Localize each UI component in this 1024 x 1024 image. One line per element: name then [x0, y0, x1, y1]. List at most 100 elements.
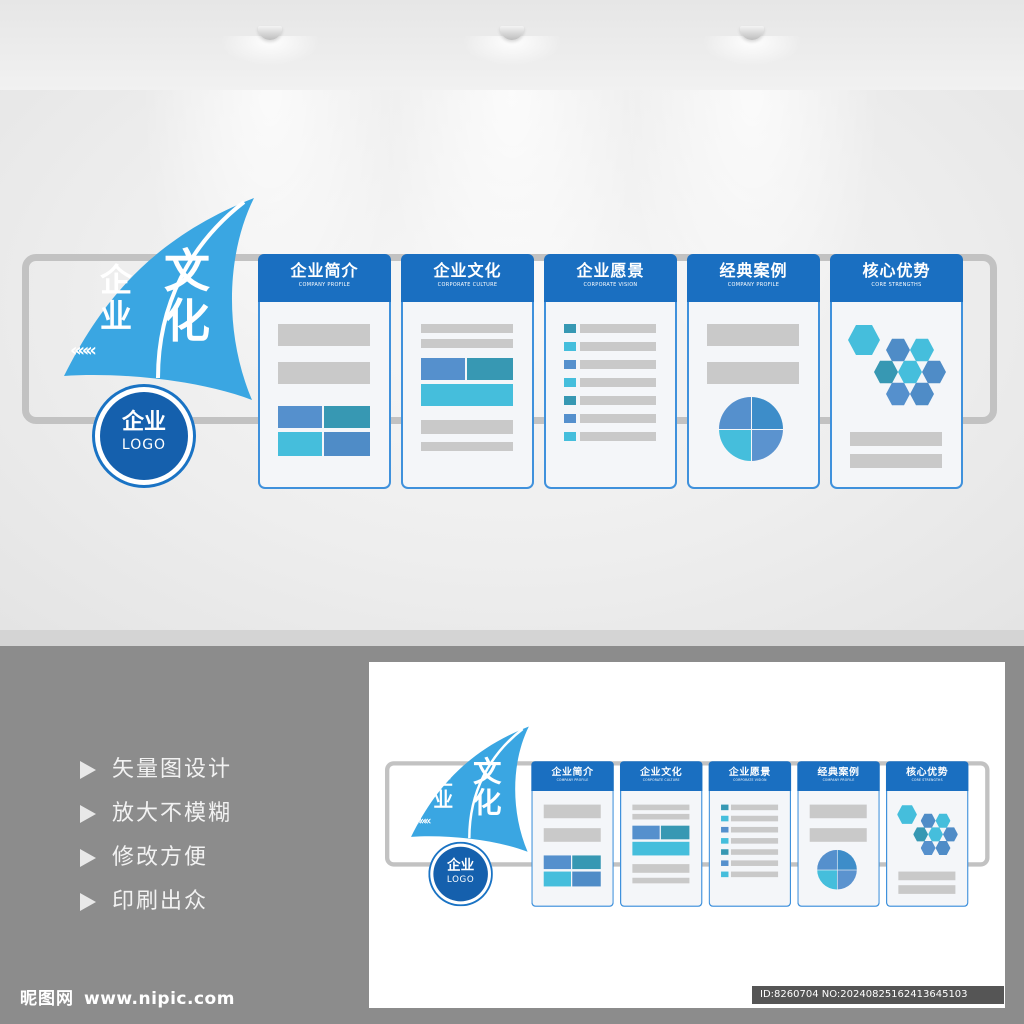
panel-body: [258, 302, 391, 489]
spotlight-icon: [462, 26, 562, 66]
feature-item: 放大不模糊: [80, 792, 232, 836]
panel-header: 企业文化 CORPORATE CULTURE: [619, 761, 703, 791]
sail-graphic: [64, 198, 254, 400]
hexagon-icon: [910, 382, 934, 406]
hexagon-icon: [874, 360, 898, 384]
feature-item: 矢量图设计: [80, 748, 232, 792]
hexagon-icon: [886, 382, 910, 406]
sail-text-qiye: 企业: [433, 765, 454, 812]
panel-title: 企业愿景: [728, 765, 771, 778]
pie-chart-icon: [817, 849, 857, 890]
panel-classic-cases: 经典案例 COMPANY PROFILE: [687, 254, 820, 489]
culture-wall-display-preview: 企业 文化 ««« 企业 LOGO 企业简介 COMPANY PROFILE 企…: [385, 724, 993, 916]
panel-body: [708, 790, 792, 907]
panel-header: 企业文化 CORPORATE CULTURE: [401, 254, 534, 302]
panel-subtitle: CORPORATE VISION: [733, 778, 767, 783]
hexagon-icon: [910, 338, 934, 362]
spotlight-icon: [702, 26, 802, 66]
panel-classic-cases: 经典案例 COMPANY PROFILE: [797, 761, 880, 907]
sail-text-qiye: 企业: [100, 261, 133, 335]
logo-text-zh: 企业: [121, 410, 166, 435]
logo-text-zh: 企业: [446, 857, 475, 874]
panel-company-profile: 企业简介 COMPANY PROFILE: [258, 254, 391, 489]
panel-subtitle: CORE STRENGTHS: [871, 282, 922, 288]
section-divider: [0, 630, 1024, 646]
chevron-left-icon: «««: [70, 340, 97, 361]
panel-title: 核心优势: [906, 765, 949, 778]
site-name: 昵图网: [20, 989, 74, 1009]
panel-corporate-vision: 企业愿景 CORPORATE VISION: [708, 761, 792, 907]
hexagon-icon: [935, 841, 951, 855]
feature-item: 修改方便: [80, 836, 232, 880]
hexagon-icon: [886, 338, 910, 362]
panel-header: 经典案例 COMPANY PROFILE: [687, 254, 820, 302]
panel-header: 经典案例 COMPANY PROFILE: [797, 761, 880, 791]
hexagon-icon: [913, 827, 929, 842]
logo-text-en: LOGO: [121, 437, 167, 453]
panel-body: [619, 790, 703, 907]
feature-list: 矢量图设计 放大不模糊 修改方便 印刷出众: [80, 748, 232, 924]
panel-title: 企业简介: [290, 261, 359, 280]
panel-title: 企业文化: [433, 261, 502, 280]
company-logo-badge: 企业 LOGO: [92, 384, 196, 488]
logo-text-en: LOGO: [446, 874, 475, 885]
hexagon-icon: [928, 827, 943, 842]
site-watermark: 昵图网 www.nipic.com: [20, 984, 235, 1009]
panel-corporate-culture: 企业文化 CORPORATE CULTURE: [619, 761, 703, 907]
panel-header: 核心优势 CORE STRENGTHS: [830, 254, 963, 302]
panel-body: [401, 302, 534, 489]
spotlight-icon: [220, 26, 320, 66]
hexagon-icon: [920, 841, 936, 855]
panel-header: 企业愿景 CORPORATE VISION: [708, 761, 792, 791]
panel-corporate-vision: 企业愿景 CORPORATE VISION: [544, 254, 677, 489]
panel-subtitle: CORPORATE CULTURE: [437, 282, 498, 288]
hexagon-icon: [943, 827, 958, 842]
hexagon-icon: [920, 813, 936, 828]
wall-mockup-scene: 企业 文化 ««« 企业 LOGO 企业简介 COMPANY PROFILE 企…: [0, 0, 1024, 630]
panel-title: 核心优势: [862, 261, 931, 280]
culture-wall-display: 企业 文化 ««« 企业 LOGO 企业简介 COMPANY PROFILE 企…: [22, 194, 1002, 504]
play-arrow-icon: [80, 893, 96, 911]
site-url: www.nipic.com: [84, 989, 235, 1009]
flat-preview: 企业 文化 ««« 企业 LOGO 企业简介 COMPANY PROFILE 企…: [369, 662, 1005, 1008]
panel-header: 核心优势 CORE STRENGTHS: [885, 761, 969, 791]
play-arrow-icon: [80, 761, 96, 779]
company-logo-badge: 企业 LOGO: [428, 841, 493, 907]
panel-title: 企业文化: [640, 765, 683, 778]
play-arrow-icon: [80, 849, 96, 867]
panel-body: [797, 790, 880, 907]
hexagon-icon: [935, 813, 951, 828]
image-id-tag: ID:8260704 NO:20240825162413645103: [752, 986, 1004, 1004]
panel-body: [830, 302, 963, 489]
panel-body: [687, 302, 820, 489]
hexagon-icon: [848, 324, 880, 356]
panel-title: 企业简介: [551, 765, 594, 778]
play-arrow-icon: [80, 805, 96, 823]
feature-item: 印刷出众: [80, 880, 232, 924]
panel-company-profile: 企业简介 COMPANY PROFILE: [531, 761, 614, 907]
panel-core-strengths: 核心优势 CORE STRENGTHS: [885, 761, 969, 907]
hexagon-icon: [897, 805, 917, 824]
panel-title: 经典案例: [817, 765, 860, 778]
panel-subtitle: CORPORATE VISION: [583, 282, 638, 288]
hexagon-icon: [898, 360, 922, 384]
panel-header: 企业简介 COMPANY PROFILE: [258, 254, 391, 302]
panel-header: 企业简介 COMPANY PROFILE: [531, 761, 614, 791]
panel-subtitle: COMPANY PROFILE: [822, 778, 855, 783]
panel-body: [544, 302, 677, 489]
pie-chart-icon: [719, 397, 783, 461]
chevron-left-icon: «««: [414, 814, 432, 828]
panel-body: [531, 790, 614, 907]
panel-body: [885, 790, 969, 907]
hexagon-icon: [922, 360, 946, 384]
panel-subtitle: COMPANY PROFILE: [727, 282, 780, 288]
panel-corporate-culture: 企业文化 CORPORATE CULTURE: [401, 254, 534, 489]
sail-text-wenhua: 文化: [473, 755, 502, 820]
panel-title: 经典案例: [719, 261, 788, 280]
panel-header: 企业愿景 CORPORATE VISION: [544, 254, 677, 302]
panel-subtitle: CORE STRENGTHS: [911, 778, 943, 783]
panel-title: 企业愿景: [576, 261, 645, 280]
panel-subtitle: COMPANY PROFILE: [298, 282, 351, 288]
sail-text-wenhua: 文化: [164, 244, 210, 348]
panel-subtitle: COMPANY PROFILE: [556, 778, 589, 783]
